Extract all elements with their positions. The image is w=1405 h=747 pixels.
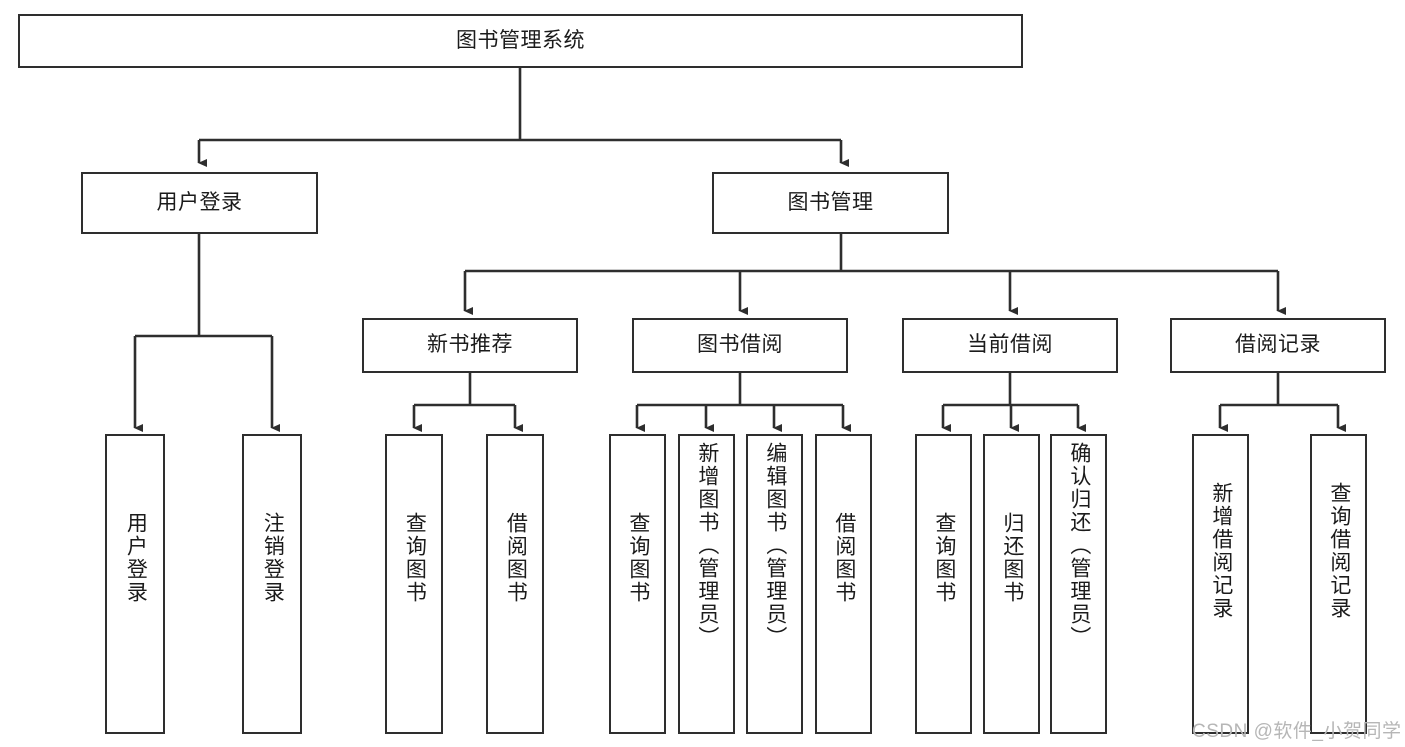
leaf-book-borrow-add[interactable]: 新增图书（管理员） [678,434,735,734]
node-label: 注销登录 [261,512,285,604]
node-user-login[interactable]: 用户登录 [81,172,318,234]
node-label: 新增借阅记录 [1209,482,1233,620]
node-new-book-recommend[interactable]: 新书推荐 [362,318,578,373]
leaf-book-borrow-query[interactable]: 查询图书 [609,434,666,734]
node-borrow-record[interactable]: 借阅记录 [1170,318,1386,373]
node-label: 新增图书（管理员） [695,442,719,649]
node-label: 借阅图书 [504,512,528,604]
node-book-borrow[interactable]: 图书借阅 [632,318,848,373]
leaf-borrow-record-query[interactable]: 查询借阅记录 [1310,434,1367,734]
node-label: 编辑图书（管理员） [763,442,787,649]
node-label: 借阅记录 [1235,333,1321,357]
node-label: 借阅图书 [832,512,856,604]
node-label: 当前借阅 [967,333,1053,357]
node-label: 查询图书 [932,512,956,604]
leaf-current-borrow-query[interactable]: 查询图书 [915,434,972,734]
csdn-watermark: CSDN @软件_小贺同学 [1192,721,1402,742]
node-label: 归还图书 [1000,512,1024,604]
node-label: 用户登录 [156,190,243,214]
node-label: 新书推荐 [427,333,513,357]
node-label: 图书借阅 [697,333,783,357]
leaf-new-book-borrow[interactable]: 借阅图书 [486,434,544,734]
leaf-book-borrow-edit[interactable]: 编辑图书（管理员） [746,434,803,734]
leaf-user-login-login[interactable]: 用户登录 [105,434,165,734]
leaf-user-login-logout[interactable]: 注销登录 [242,434,302,734]
node-label: 确认归还（管理员） [1067,442,1091,649]
node-label: 查询图书 [403,512,427,604]
leaf-book-borrow-lend[interactable]: 借阅图书 [815,434,872,734]
leaf-new-book-query[interactable]: 查询图书 [385,434,443,734]
leaf-borrow-record-add[interactable]: 新增借阅记录 [1192,434,1249,734]
leaf-current-borrow-confirm[interactable]: 确认归还（管理员） [1050,434,1107,734]
node-label: 用户登录 [124,512,148,604]
node-root-system[interactable]: 图书管理系统 [18,14,1023,68]
node-label: 查询借阅记录 [1327,482,1351,620]
node-label: 图书管理 [787,190,874,214]
node-current-borrow[interactable]: 当前借阅 [902,318,1118,373]
node-label: 查询图书 [626,512,650,604]
node-book-management[interactable]: 图书管理 [712,172,949,234]
node-label: 图书管理系统 [456,28,585,52]
leaf-current-borrow-return[interactable]: 归还图书 [983,434,1040,734]
